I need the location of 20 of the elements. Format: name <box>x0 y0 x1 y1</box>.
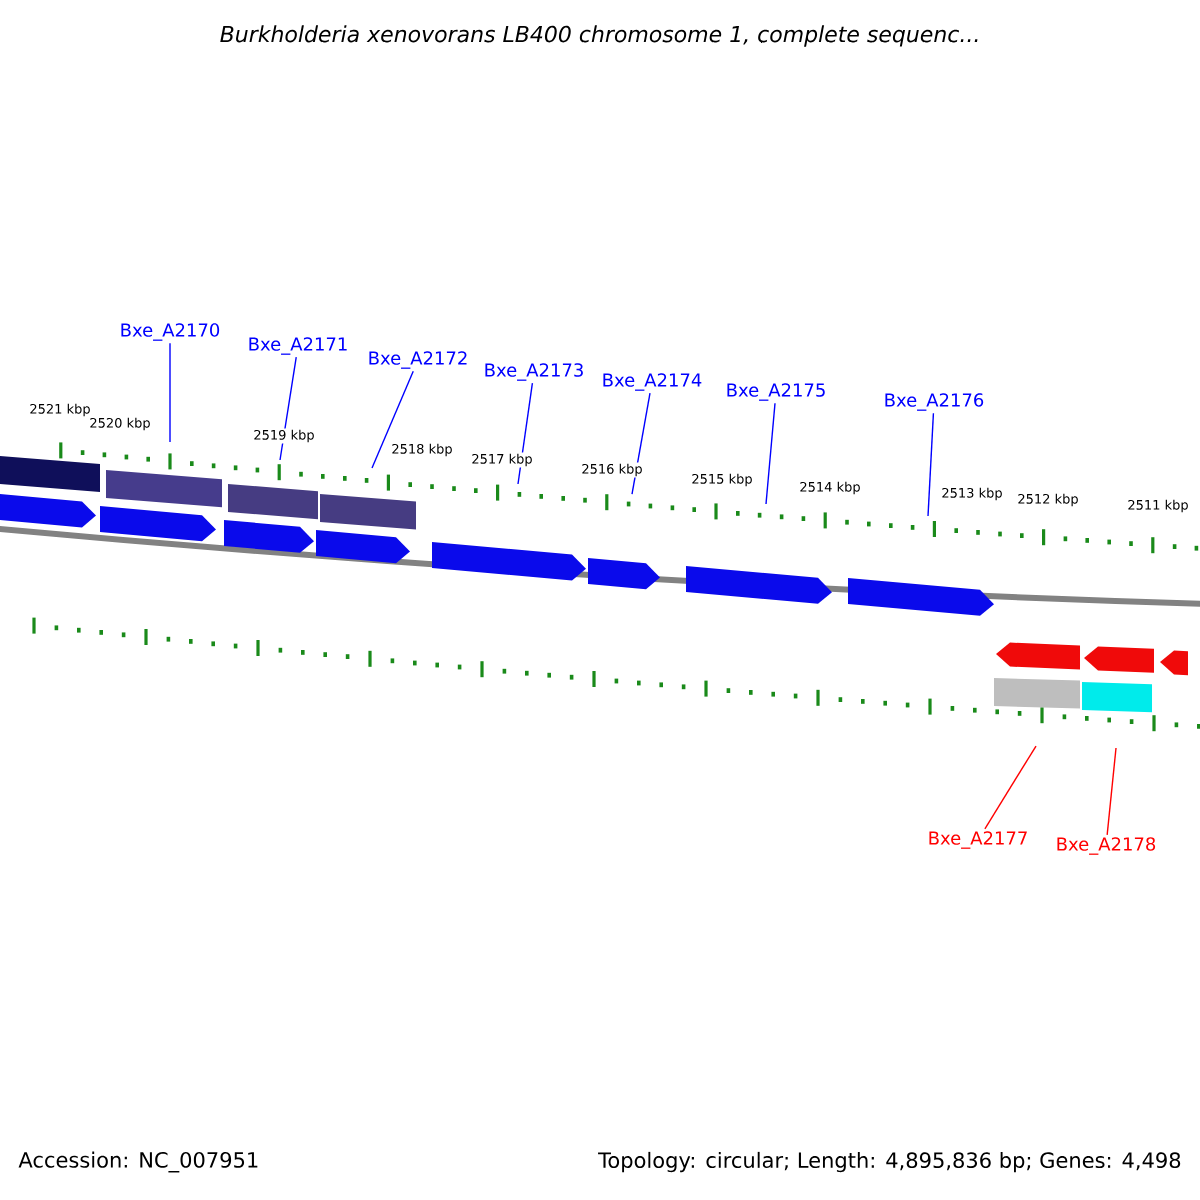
leader-line <box>927 412 935 517</box>
gene-label: Bxe_A2177 <box>929 831 1027 849</box>
title: Burkholderia xenovorans LB400 chromosome 1, complete sequenc... <box>220 25 978 47</box>
gene-label: Bxe_A2170 <box>121 323 220 341</box>
leader-line <box>517 382 534 485</box>
topology-text: Topology: circular; Length: 4,895,836 bp; Genes: 4,498 <box>598 1151 1181 1173</box>
gene-label: Bxe_A2174 <box>603 373 702 391</box>
leader-line <box>169 342 171 443</box>
gene-label: Bxe_A2173 <box>485 363 583 381</box>
leader-line <box>371 370 414 469</box>
gene-label: Bxe_A2172 <box>369 351 467 369</box>
gene-label: Bxe_A2176 <box>885 393 984 411</box>
leader-line <box>279 356 297 461</box>
leader-line <box>1106 747 1117 836</box>
leader-line <box>984 745 1037 830</box>
accession-text: Accession: NC_007951 <box>18 1151 258 1173</box>
leader-line <box>765 402 776 505</box>
gene-label: Bxe_A2171 <box>249 337 347 355</box>
gene-label: Bxe_A2175 <box>727 383 825 401</box>
gene-label: Bxe_A2178 <box>1057 837 1156 855</box>
